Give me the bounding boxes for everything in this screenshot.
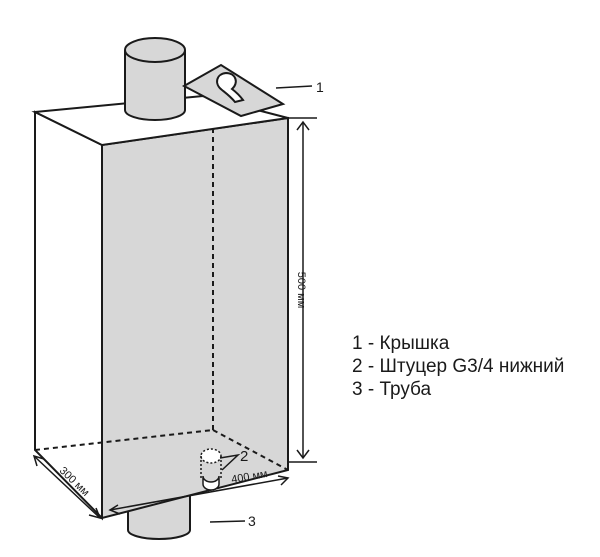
lid xyxy=(181,63,286,118)
legend: 1 - Крышка 2 - Штуцер G3/4 нижний 3 - Тр… xyxy=(352,332,564,401)
callout-2: 2 xyxy=(240,448,248,465)
callout-leaders xyxy=(209,85,313,523)
legend-item-fitting: 2 - Штуцер G3/4 нижний xyxy=(352,356,565,377)
callout-3: 3 xyxy=(248,513,256,529)
lid-handle-icon xyxy=(216,71,245,104)
tank-front-face xyxy=(101,116,289,520)
hidden-edges xyxy=(34,128,289,471)
legend-item-lid: 1 - Крышка xyxy=(352,333,450,354)
legend-item-pipe: 3 - Труба xyxy=(352,379,432,400)
tank-side-face xyxy=(34,110,103,521)
height-dimension xyxy=(288,117,317,463)
callout-1: 1 xyxy=(316,79,324,95)
depth-dimension xyxy=(32,454,102,520)
height-dimension-label: 500 мм xyxy=(295,272,307,309)
top-pipe xyxy=(124,37,186,121)
bottom-fitting xyxy=(200,448,222,491)
width-dimension xyxy=(108,475,290,515)
